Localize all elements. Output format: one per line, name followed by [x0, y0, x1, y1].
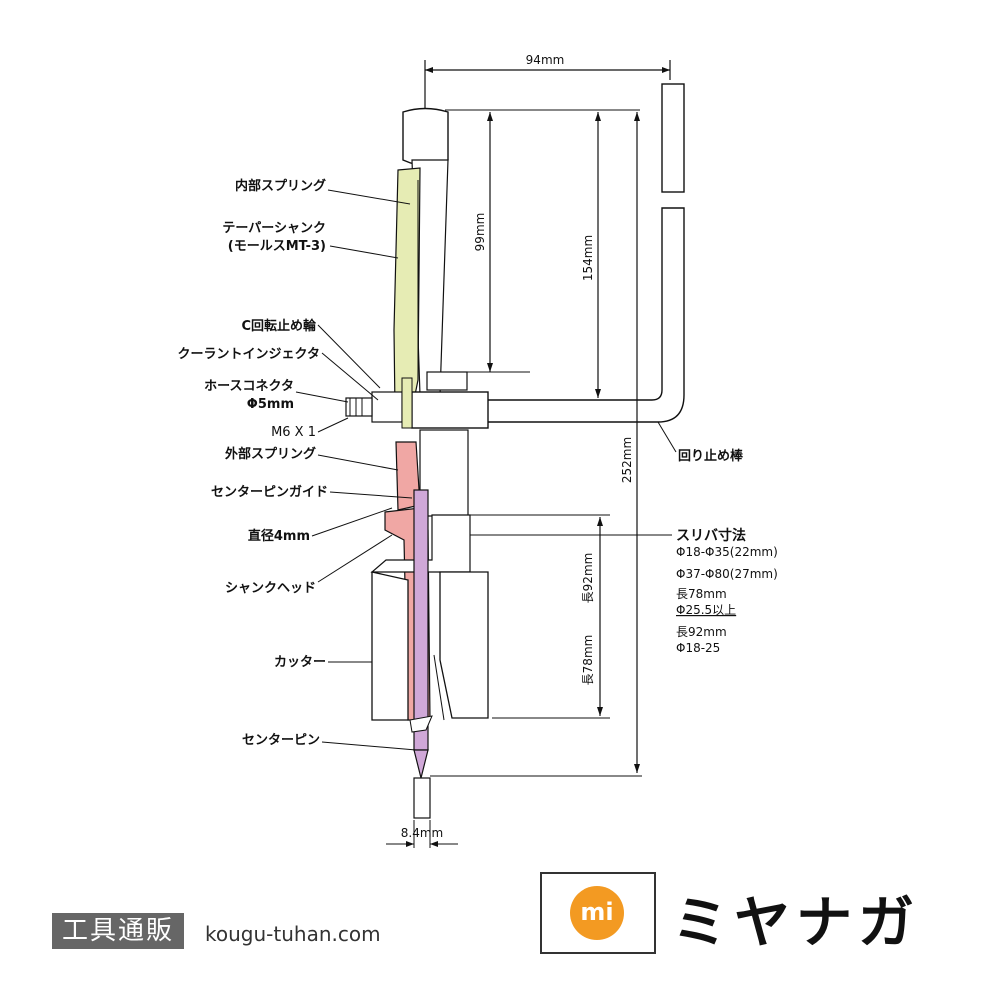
dimension-154mm: 154mm: [581, 112, 601, 398]
label-hose-connector-5mm: Φ5mm: [247, 397, 294, 412]
brand-name: ミヤナガ: [672, 891, 920, 956]
label-cutter-spec-4: Φ25.5以上: [676, 603, 736, 617]
hose-connector: [345, 377, 413, 429]
dimension-252mm: 252mm: [430, 112, 642, 777]
leader-lines: [295, 189, 677, 751]
shop-url[interactable]: kougu-tuhan.com: [205, 922, 381, 946]
label-center-pin: センターピン: [242, 733, 320, 748]
label-cutter-spec-6: Φ18-25: [676, 641, 720, 655]
label-cutter-spec-title: スリバ寸法: [676, 527, 746, 544]
dimension-154mm-text: 154mm: [581, 235, 595, 281]
label-outer-spring: 外部スプリング: [224, 446, 316, 462]
label-cutter-spec-1: Φ18-Φ35(22mm): [676, 545, 778, 559]
label-cutter-spec-3: 長78mm: [676, 587, 727, 601]
label-hose-connector: ホースコネクタ: [204, 379, 294, 394]
label-inner-spring: 内部スプリング: [235, 178, 326, 194]
label-rotation-stop-ring: C回転止め輪: [241, 318, 317, 334]
label-diameter-4mm: 直径4mm: [248, 528, 310, 544]
label-shank-head: シャンクヘッド: [225, 581, 316, 596]
label-cutter: カッター: [274, 655, 326, 670]
shop-tag: 工具通販: [52, 913, 185, 949]
right-labels: 回り止め棒 スリバ寸法 Φ18-Φ35(22mm) Φ37-Φ80(27mm) …: [676, 448, 778, 655]
brand-logo-box: mi: [540, 872, 656, 954]
dimension-99mm-text: 99mm: [473, 213, 487, 252]
label-taper-shank: テーパーシャンク: [222, 221, 326, 236]
dimension-94mm-text: 94mm: [526, 53, 565, 67]
taper-shank: [393, 107, 449, 411]
dimension-92mm-text: 長92mm: [581, 553, 595, 604]
label-taper-shank-mt3: (モールスMT-3): [228, 239, 326, 254]
label-m6x1: M6 X 1: [271, 425, 316, 440]
dimension-cutter-lengths: 長92mm 長78mm: [470, 514, 610, 719]
brand-logo-icon: mi: [570, 886, 624, 940]
label-cutter-spec-2: Φ37-Φ80(27mm): [676, 567, 778, 581]
label-cutter-spec-5: 長92mm: [676, 625, 727, 639]
cutter-body: [370, 514, 489, 721]
dimension-99mm: 99mm: [445, 109, 640, 373]
dimension-8-4mm: 8.4mm: [386, 820, 458, 848]
left-labels: 内部スプリング テーパーシャンク (モールスMT-3) C回転止め輪 クーラント…: [178, 178, 328, 748]
dimension-78mm-text: 長78mm: [581, 635, 595, 686]
label-rotation-stop-arm: 回り止め棒: [678, 448, 744, 464]
label-coolant-injector: クーラントインジェクタ: [178, 347, 320, 362]
dimension-252mm-text: 252mm: [620, 437, 634, 483]
center-pin: [409, 489, 433, 819]
dimension-8-4mm-text: 8.4mm: [401, 826, 443, 840]
label-center-pin-guide: センターピンガイド: [211, 485, 328, 500]
